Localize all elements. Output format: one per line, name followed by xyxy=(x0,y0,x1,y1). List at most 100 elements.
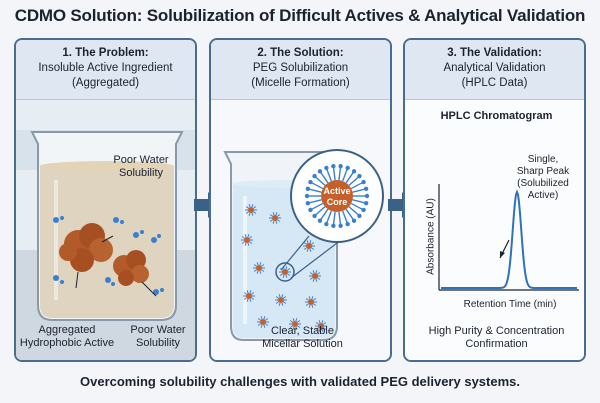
peg-chain xyxy=(246,298,249,302)
peg-chain xyxy=(281,302,284,306)
peg-chain xyxy=(260,316,263,320)
peg-chain xyxy=(305,303,309,306)
peg-head xyxy=(338,164,343,169)
peg-chain xyxy=(325,167,332,182)
peg-chain xyxy=(265,323,269,326)
peg-head xyxy=(312,173,317,179)
panel-validation-heading: Analytical Validation xyxy=(443,62,546,74)
peg-chain xyxy=(244,234,247,238)
peg-chain xyxy=(285,274,288,278)
peg-chain xyxy=(281,294,284,298)
peg-chain xyxy=(295,326,298,330)
peg-head xyxy=(357,173,362,179)
peg-chain xyxy=(249,241,253,244)
peg-chain xyxy=(321,320,324,324)
peg-chain xyxy=(312,270,315,274)
peg-chain xyxy=(318,328,321,332)
peg-chain xyxy=(311,242,315,245)
peg-chain xyxy=(263,316,266,320)
peg-head xyxy=(305,200,311,206)
peg-chain xyxy=(342,167,349,182)
micelle-closeup xyxy=(304,164,370,228)
x-axis-label: Retention Time (min) xyxy=(463,299,557,310)
peg-chain xyxy=(253,211,257,214)
micelle-core xyxy=(318,323,324,329)
peg-chain xyxy=(309,272,313,275)
peg-chain xyxy=(306,240,309,244)
peg-chain xyxy=(248,212,251,216)
peg-chain xyxy=(247,242,250,246)
peg-chain xyxy=(319,170,329,184)
peg-chain xyxy=(256,270,259,274)
peg-chain xyxy=(325,210,332,225)
micelle-particles xyxy=(241,204,327,332)
peg-head xyxy=(345,165,350,171)
peg-chain xyxy=(317,272,321,275)
peg-head xyxy=(361,179,366,185)
peg-chain xyxy=(246,290,249,294)
peg-chain xyxy=(269,219,273,222)
peg-chain xyxy=(292,326,295,330)
peg-chain xyxy=(311,247,315,250)
peg-chain xyxy=(295,318,298,322)
peg-chain xyxy=(308,304,311,308)
panel-problem-step: 1. The Problem: xyxy=(62,47,149,59)
peg-chain xyxy=(278,302,281,306)
peg-head xyxy=(317,218,323,223)
peg-chain xyxy=(315,322,319,325)
peg-chain xyxy=(350,202,364,211)
peg-chain xyxy=(287,268,291,271)
panel-solution-heading: PEG Solubilization xyxy=(252,62,349,74)
peg-chain xyxy=(272,220,275,224)
peg-chain xyxy=(251,292,255,295)
peg-chain xyxy=(272,212,275,216)
panel-solution-subheading: (Micelle Formation) xyxy=(251,77,350,89)
peg-chain xyxy=(261,269,265,272)
peg-head xyxy=(331,223,336,228)
peg-chain xyxy=(275,220,278,224)
peg-chain xyxy=(319,208,329,222)
peg-head xyxy=(308,207,313,213)
peg-chain xyxy=(289,325,293,328)
peg-chain xyxy=(323,327,327,330)
peg-head xyxy=(351,169,357,174)
footer-tagline: Overcoming solubility challenges with va… xyxy=(80,374,520,389)
peg-chain xyxy=(315,270,318,274)
peg-chain xyxy=(307,199,322,204)
peg-chain xyxy=(297,320,301,323)
micelle-core xyxy=(244,237,250,243)
peg-chain xyxy=(279,273,283,276)
peg-chain xyxy=(309,277,313,280)
peg-chain xyxy=(253,269,257,272)
micelle-core xyxy=(256,265,262,271)
peg-chain xyxy=(282,274,285,278)
peg-chain xyxy=(251,297,255,300)
peg-chain xyxy=(348,206,360,217)
peg-chain xyxy=(253,264,257,267)
peg-head xyxy=(324,221,329,227)
peg-chain xyxy=(275,301,279,304)
peg-head xyxy=(331,164,336,169)
panel-problem-heading: Insoluble Active Ingredient xyxy=(38,62,173,74)
peg-head xyxy=(345,221,350,227)
panel-problem-subheading: (Aggregated) xyxy=(71,77,140,89)
peg-chain xyxy=(312,278,315,282)
peg-chain xyxy=(314,175,326,186)
peg-chain xyxy=(249,236,253,239)
peg-chain xyxy=(289,320,293,323)
peg-chain xyxy=(253,206,257,209)
peg-chain xyxy=(248,204,251,208)
panel-problem: 1. The Problem: Insoluble Active Ingredi… xyxy=(14,38,197,362)
peg-chain xyxy=(277,219,281,222)
panel-solution-step: 2. The Solution: xyxy=(257,47,344,59)
peg-chain xyxy=(245,206,249,209)
micelle-core xyxy=(292,321,298,327)
peg-chain xyxy=(309,240,312,244)
peg-chain xyxy=(283,301,287,304)
peg-chain xyxy=(309,248,312,252)
peg-chain xyxy=(256,262,259,266)
micelle-core xyxy=(308,299,314,305)
